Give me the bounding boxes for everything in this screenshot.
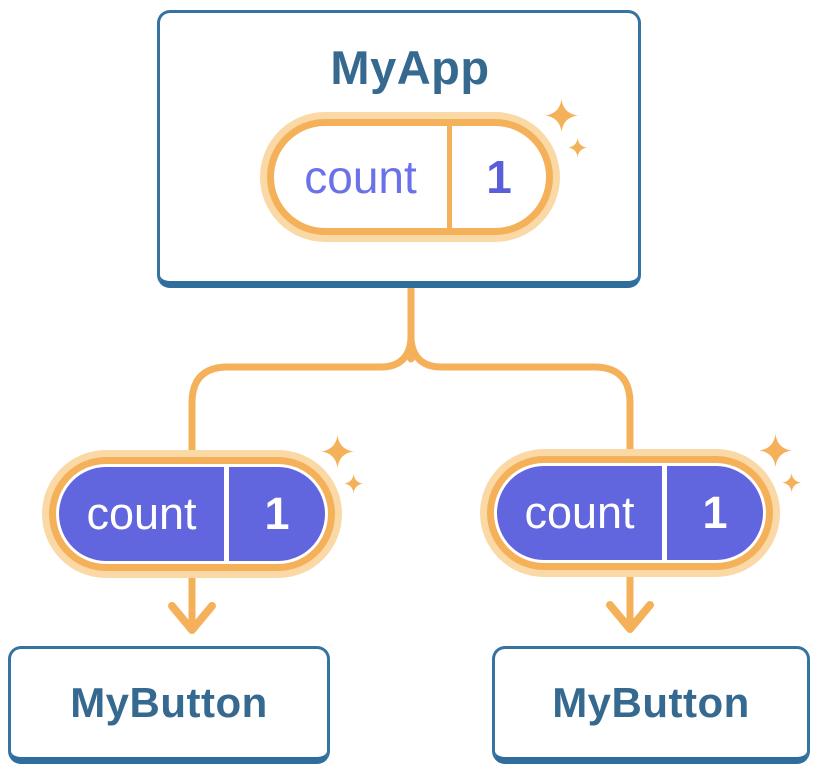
component-title: MyButton: [552, 679, 750, 726]
prop-pill-fill: count 1: [497, 466, 763, 560]
state-pill-root: count 1: [260, 99, 588, 242]
sparkle-icon: [759, 434, 802, 493]
component-card-mybutton-right: MyButton: [492, 646, 810, 764]
prop-pill-body: count 1: [494, 463, 766, 563]
component-title: MyApp: [330, 41, 490, 94]
prop-pill-fill: count 1: [59, 467, 325, 561]
prop-pill-body: count 1: [56, 464, 328, 564]
prop-label: count: [86, 488, 197, 539]
state-value: 1: [447, 126, 546, 228]
prop-pill-right: count 1: [480, 434, 802, 577]
prop-value: 1: [662, 466, 763, 560]
state-label: count: [304, 151, 417, 203]
state-pill-ring: count 1: [267, 119, 553, 235]
prop-label: count: [524, 487, 635, 538]
connector-branch-right: [407, 284, 634, 464]
prop-value: 1: [224, 467, 325, 561]
sparkle-icon: [321, 435, 364, 494]
component-card-mybutton-left: MyButton: [8, 646, 330, 764]
state-pill-body: count 1: [274, 126, 546, 228]
prop-pill-left: count 1: [42, 435, 364, 578]
prop-pill-ring: count 1: [49, 457, 335, 571]
arrow-down-icon: [168, 602, 216, 634]
sparkle-icon: [545, 99, 588, 158]
arrow-down-icon: [606, 601, 654, 633]
prop-pill-ring: count 1: [487, 456, 773, 570]
connector-branch-left: [188, 284, 415, 464]
component-title: MyButton: [70, 679, 268, 726]
